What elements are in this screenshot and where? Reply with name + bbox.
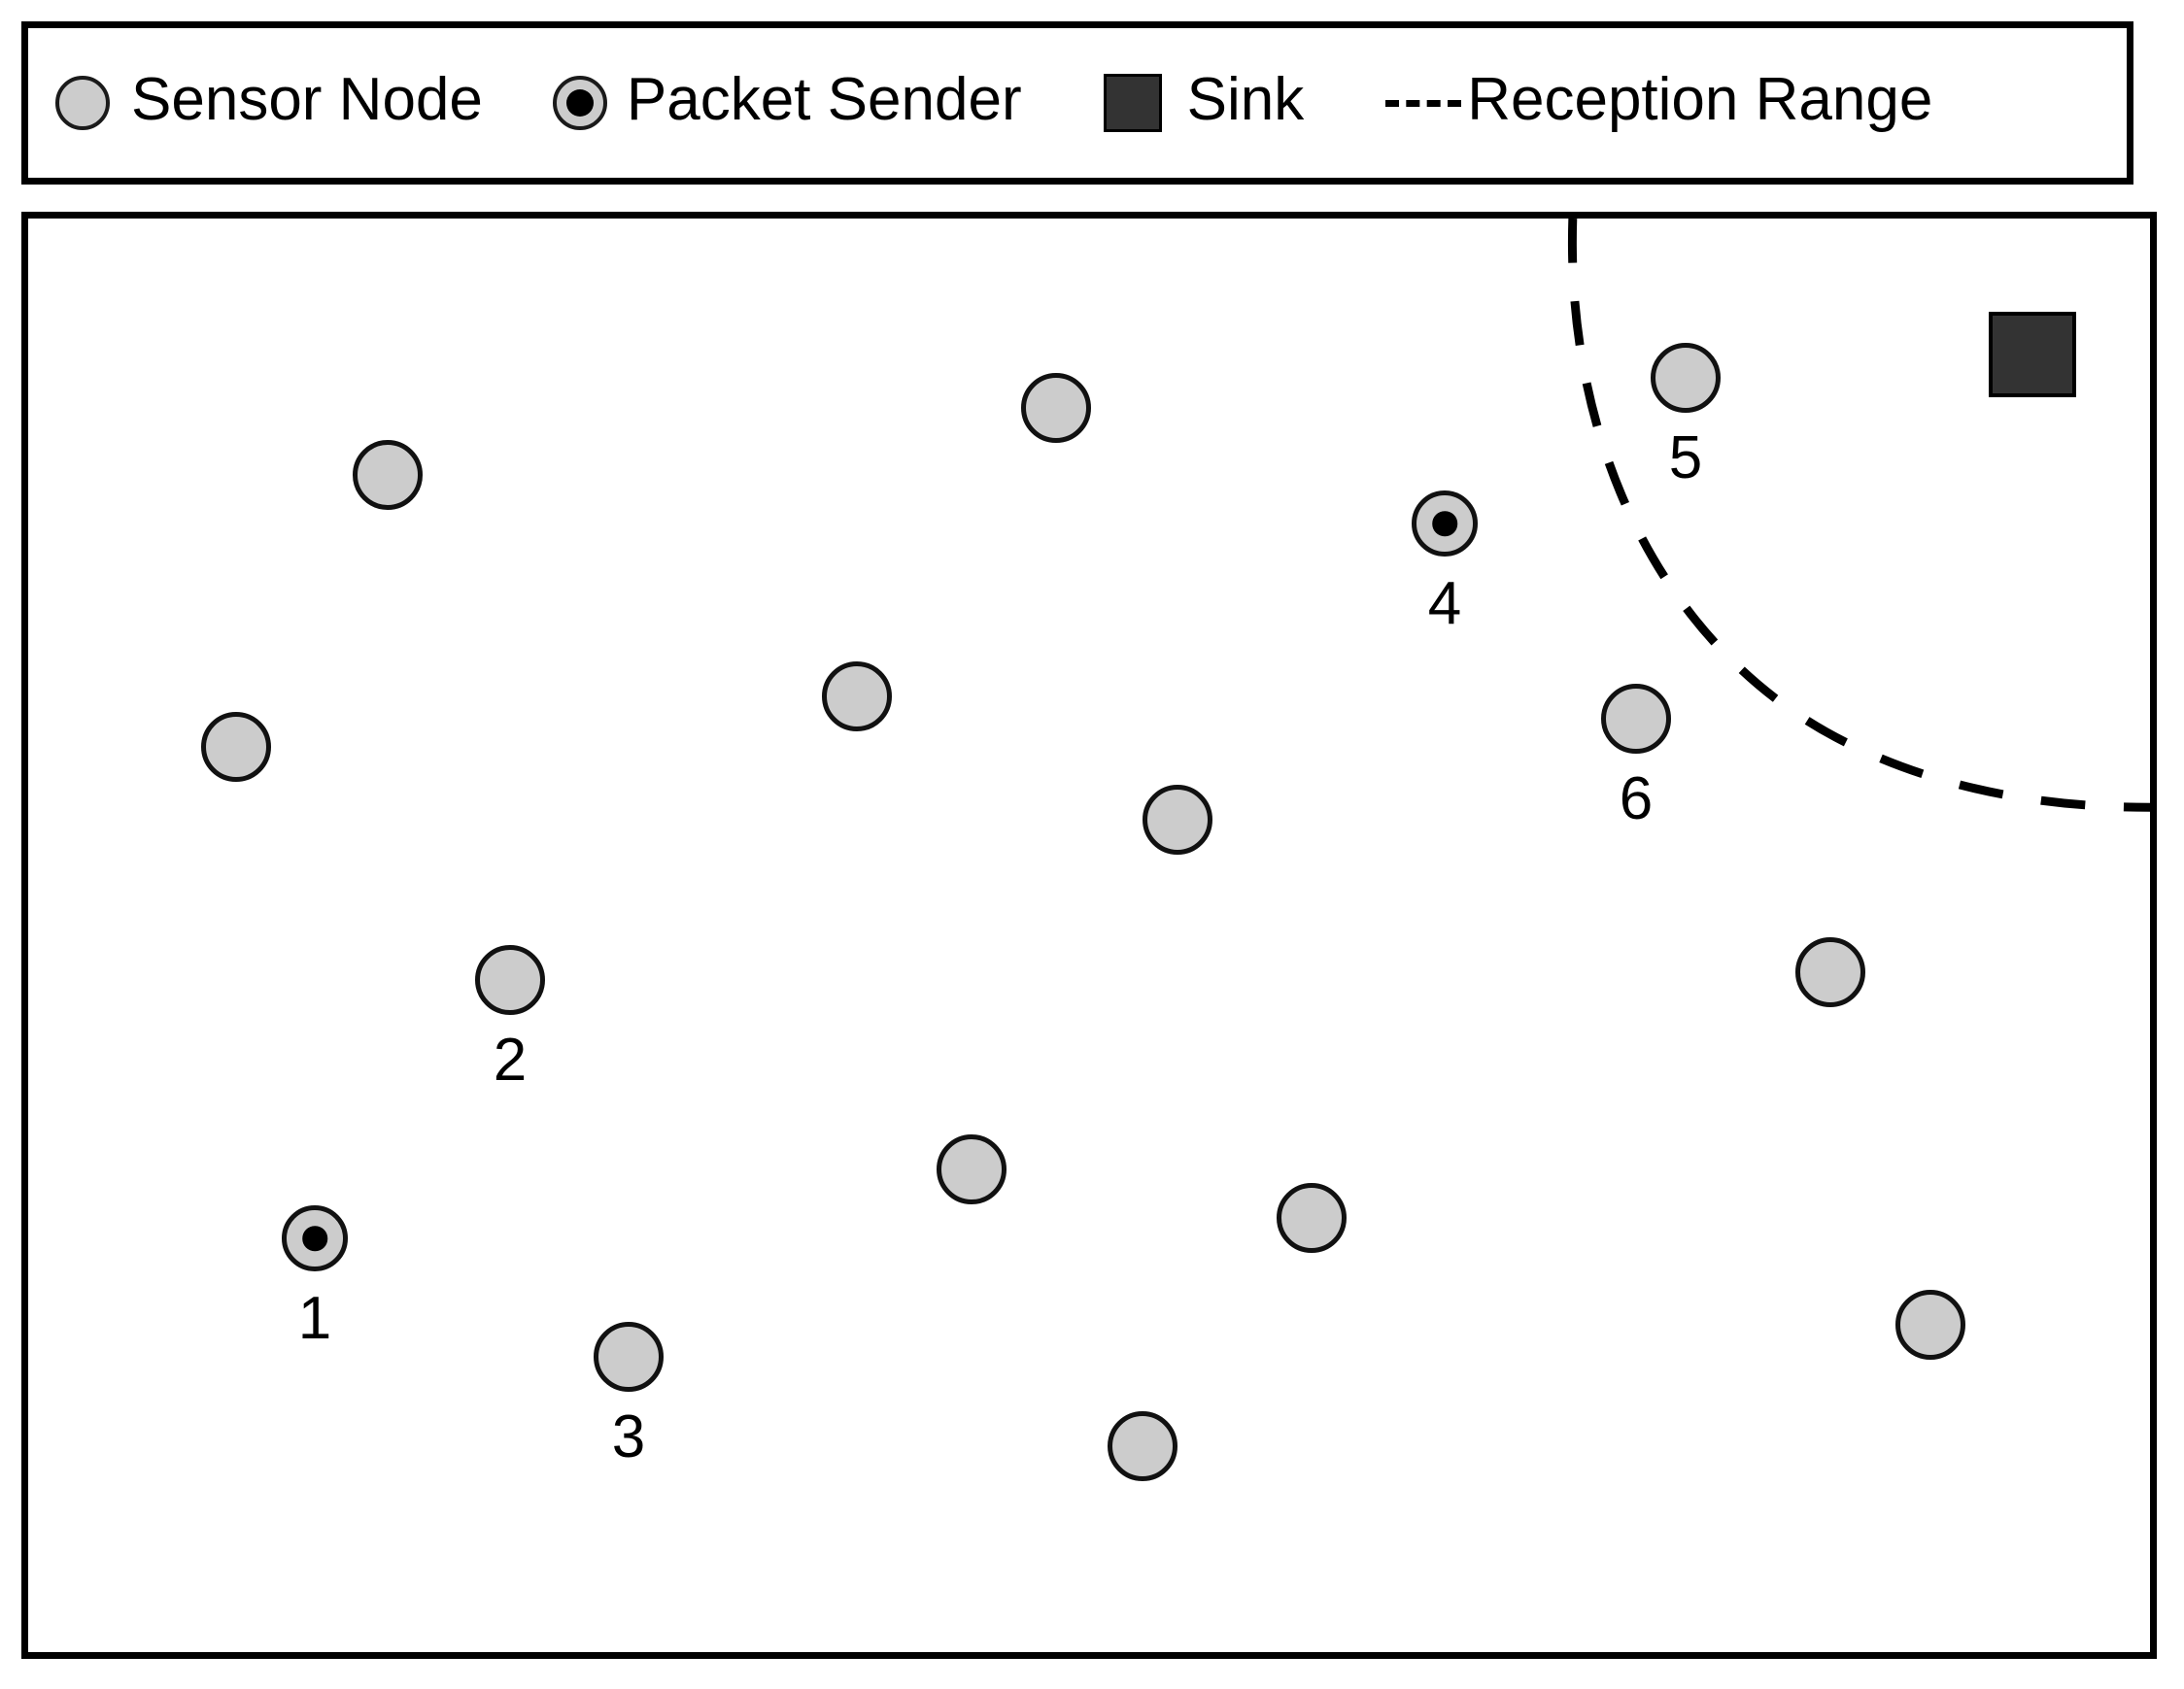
node-label-1: 1 [297, 1285, 332, 1352]
node-label-3: 3 [611, 1403, 646, 1470]
packet-sender-marker-4[interactable] [1412, 490, 1478, 557]
sensor-node-marker-5[interactable] [1651, 343, 1721, 413]
deployment-field: 2 3 5 6 1 4 [21, 212, 2157, 1659]
legend-label-sensor-node: Sensor Node [131, 66, 483, 133]
legend-item-sink: Sink [1103, 28, 1305, 178]
node-label-5: 5 [1668, 424, 1703, 491]
packet-sender-marker-1[interactable] [282, 1205, 348, 1271]
sensor-node-marker-2[interactable] [475, 945, 545, 1015]
legend-item-reception-range: Reception Range [1385, 28, 1932, 178]
sensor-node-marker[interactable] [937, 1134, 1007, 1204]
sensor-node-marker[interactable] [353, 440, 423, 510]
sensor-node-marker[interactable] [1895, 1290, 1965, 1360]
sensor-node-marker[interactable] [1143, 785, 1212, 855]
sensor-node-circle-icon [55, 76, 110, 130]
legend-label-sink: Sink [1186, 66, 1305, 133]
sensor-node-marker-6[interactable] [1601, 684, 1671, 754]
node-label-6: 6 [1619, 765, 1654, 832]
sink-marker[interactable] [1989, 312, 2076, 397]
legend-item-packet-sender: Packet Sender [552, 28, 1022, 178]
sensor-node-marker[interactable] [1108, 1411, 1177, 1481]
node-label-4: 4 [1427, 570, 1462, 637]
legend-label-packet-sender: Packet Sender [626, 66, 1022, 133]
sensor-node-marker[interactable] [201, 712, 271, 782]
dashed-line-icon [1385, 99, 1462, 107]
sensor-node-marker[interactable] [1277, 1183, 1347, 1253]
sink-square-icon [1103, 74, 1162, 132]
node-label-2: 2 [493, 1027, 528, 1094]
sensor-node-marker[interactable] [822, 661, 892, 731]
packet-sender-circle-icon [552, 76, 607, 130]
sensor-node-marker[interactable] [1795, 937, 1865, 1007]
legend-panel: Sensor Node Packet Sender Sink Reception… [21, 21, 2133, 185]
sensor-node-marker-3[interactable] [594, 1322, 664, 1392]
legend-label-reception-range: Reception Range [1467, 66, 1933, 133]
reception-range-arc-layer [1567, 219, 2150, 812]
sensor-node-marker[interactable] [1021, 373, 1091, 443]
reception-range-arc [1567, 219, 2150, 812]
legend-item-sensor-node: Sensor Node [55, 28, 483, 178]
